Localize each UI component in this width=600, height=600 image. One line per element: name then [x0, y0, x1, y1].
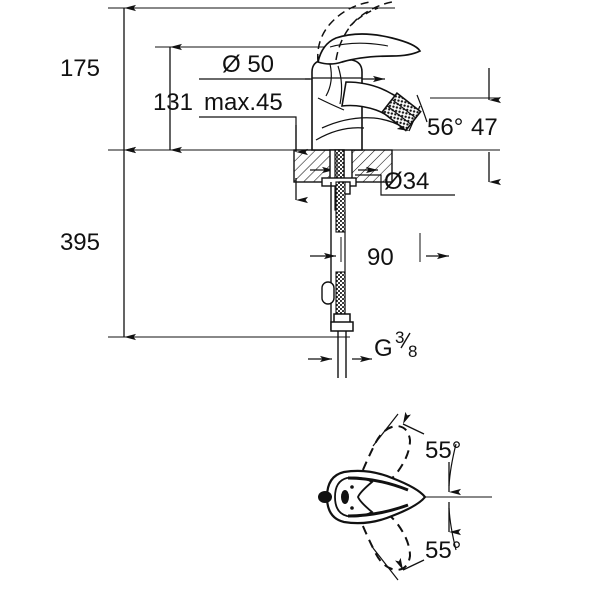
dimension-395-label: 395 — [60, 229, 100, 256]
dimension-thread-g38: G 3 8 — [308, 328, 417, 363]
dimension-47-label: 47 — [471, 114, 498, 141]
dimension-diameter-50-label: Ø 50 — [222, 51, 274, 78]
dimension-175: 175 — [60, 4, 136, 154]
dimension-swivel-upper-label: 55° — [425, 437, 461, 464]
dimension-swivel-lower: 55° — [372, 502, 461, 581]
dimension-131-label: 131 — [153, 89, 193, 116]
lever-handle — [317, 33, 422, 65]
dimension-angle-56-label: 56° — [427, 114, 463, 141]
dimension-395: 395 — [60, 146, 136, 341]
dimension-90-label: 90 — [367, 244, 394, 271]
aerator — [381, 92, 422, 132]
thread-denominator: 8 — [408, 342, 417, 361]
lever-handle-raised-dashed — [317, 1, 393, 63]
thread-label-g: G — [374, 335, 393, 362]
extension-lines — [108, 7, 500, 338]
thread-numerator: 3 — [395, 328, 404, 347]
dimension-max-45-label: max.45 — [204, 89, 283, 116]
top-view-shading — [347, 476, 409, 518]
top-view-detail-marks — [341, 485, 354, 510]
dimension-swivel-upper: 55° — [372, 411, 461, 496]
dimension-diameter-50: Ø 50 — [199, 51, 385, 83]
dimension-47: 47 — [471, 68, 501, 186]
dimension-max-45: max.45 — [199, 89, 308, 204]
dimension-175-label: 175 — [60, 55, 100, 82]
spout-underside — [315, 117, 405, 141]
dimension-131: 131 — [153, 43, 193, 154]
side-view-group: 175 131 395 Ø 50 — [60, 1, 501, 378]
spout-nose-cap — [318, 491, 332, 503]
top-view-group: 55° 55° — [318, 411, 492, 581]
body-inner-contours — [317, 63, 345, 111]
countertop-section — [293, 149, 393, 183]
dimension-swivel-lower-label: 55° — [425, 537, 461, 564]
dimension-angle-56: 56° — [396, 94, 463, 141]
flexible-hose — [321, 181, 354, 378]
handle-top-outline — [334, 476, 374, 518]
